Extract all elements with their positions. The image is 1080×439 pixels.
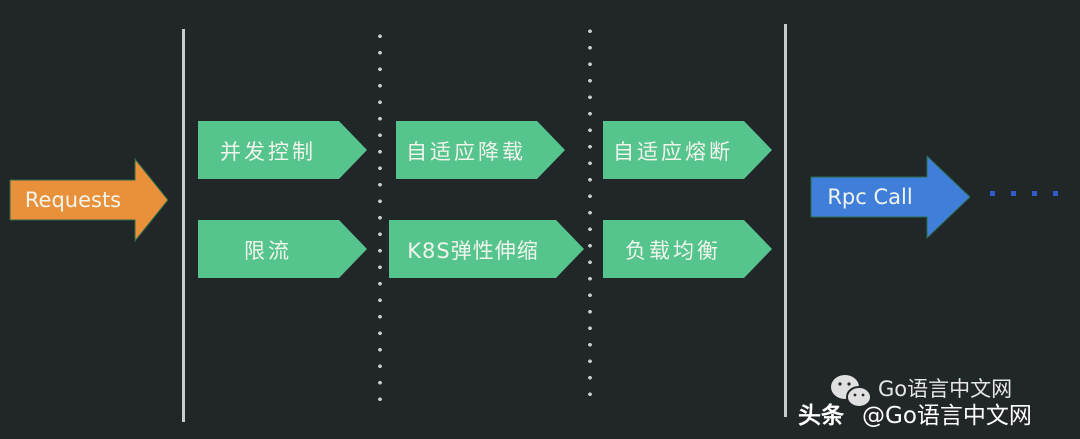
wechat-icon: [831, 375, 872, 408]
requests-arrow: Requests: [9, 158, 169, 242]
dot: [1032, 191, 1037, 196]
stage-1-item-2: 限流: [198, 220, 368, 279]
k8s-autoscaling-label: K8S弹性伸缩: [407, 238, 539, 263]
stage-1-item-1: 并发控制: [198, 121, 368, 180]
continuation-dots: [990, 191, 1058, 196]
concurrency-control-label: 并发控制: [220, 139, 316, 164]
stage-divider-2: [588, 23, 592, 405]
rpc-call-arrow-shape: [810, 155, 971, 239]
dot: [1053, 191, 1058, 196]
rpc-call-arrow: Rpc Call: [810, 155, 972, 239]
watermark-wechat-name: Go语言中文网: [878, 377, 1013, 401]
dot: [1011, 191, 1016, 196]
watermark-platform: 头条: [798, 403, 844, 429]
load-balancing-label: 负载均衡: [625, 238, 721, 263]
adaptive-breaker-label: 自适应熔断: [613, 139, 733, 164]
requests-arrow-shape: [9, 158, 169, 242]
stage-3-item-1: 自适应熔断: [603, 121, 773, 180]
stage-3-item-2: 负载均衡: [603, 220, 773, 279]
adaptive-shedding-label: 自适应降载: [406, 139, 526, 164]
watermark-handle: @Go语言中文网: [862, 403, 1032, 429]
stage-2-item-2: K8S弹性伸缩: [389, 220, 585, 279]
rpc-call-label: Rpc Call: [827, 185, 913, 209]
dot: [990, 191, 995, 196]
requests-label: Requests: [24, 188, 122, 212]
left-boundary-line: [182, 29, 185, 422]
right-boundary-line: [784, 24, 787, 417]
rate-limit-label: 限流: [244, 238, 292, 263]
stage-2-item-1: 自适应降载: [396, 121, 566, 180]
stage-divider-1: [378, 28, 382, 410]
